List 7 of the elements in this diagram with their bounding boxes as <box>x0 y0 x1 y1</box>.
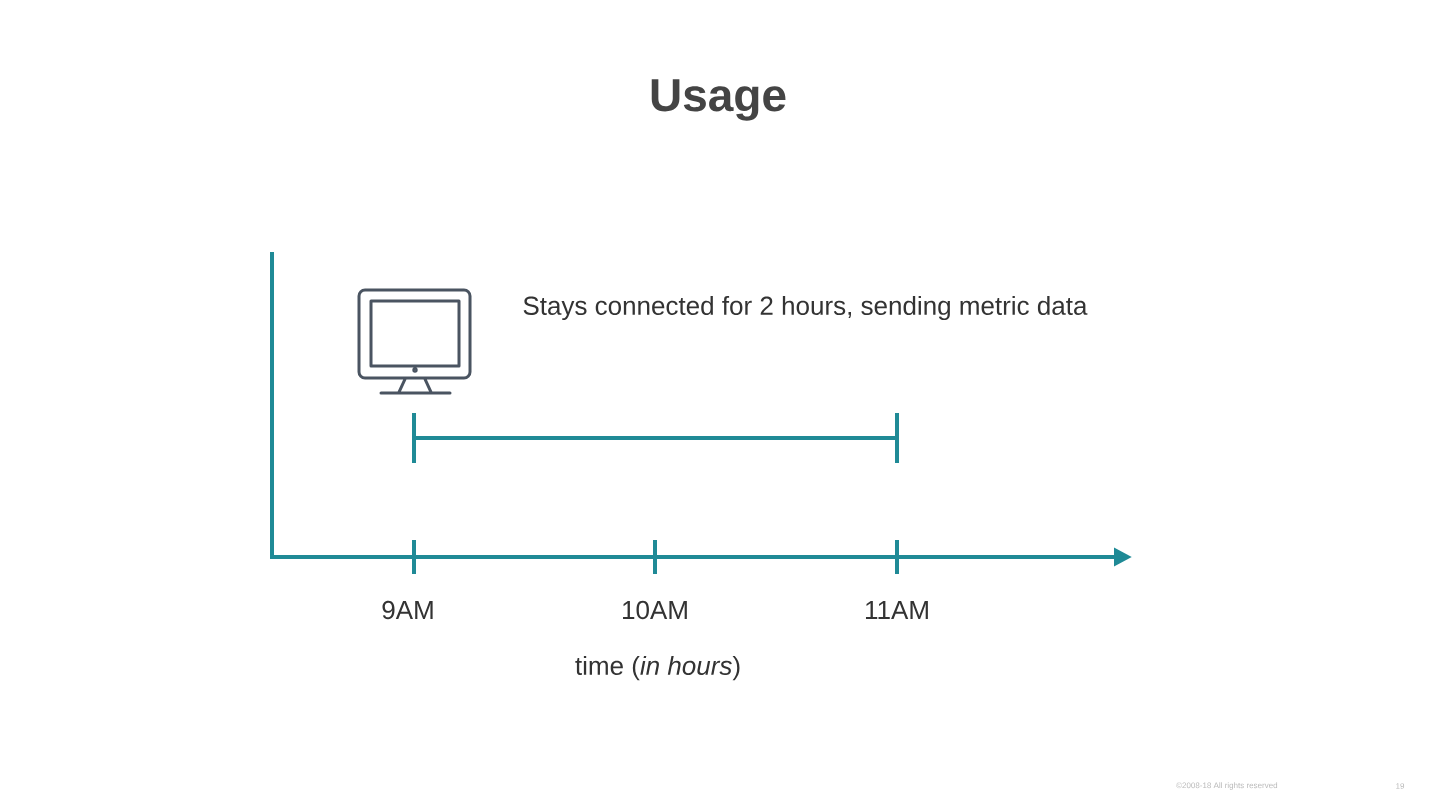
axis-title: time (in hours) <box>575 655 740 681</box>
page-number: 19 <box>1396 783 1405 789</box>
tick-label: 10AM <box>623 600 687 620</box>
title: Usage <box>651 79 786 121</box>
tick-label: 11AM <box>866 601 928 619</box>
tick-label: 9AM <box>382 600 433 620</box>
annotation-text: Stays connected for 2 hours, sending metric data <box>523 295 1088 321</box>
